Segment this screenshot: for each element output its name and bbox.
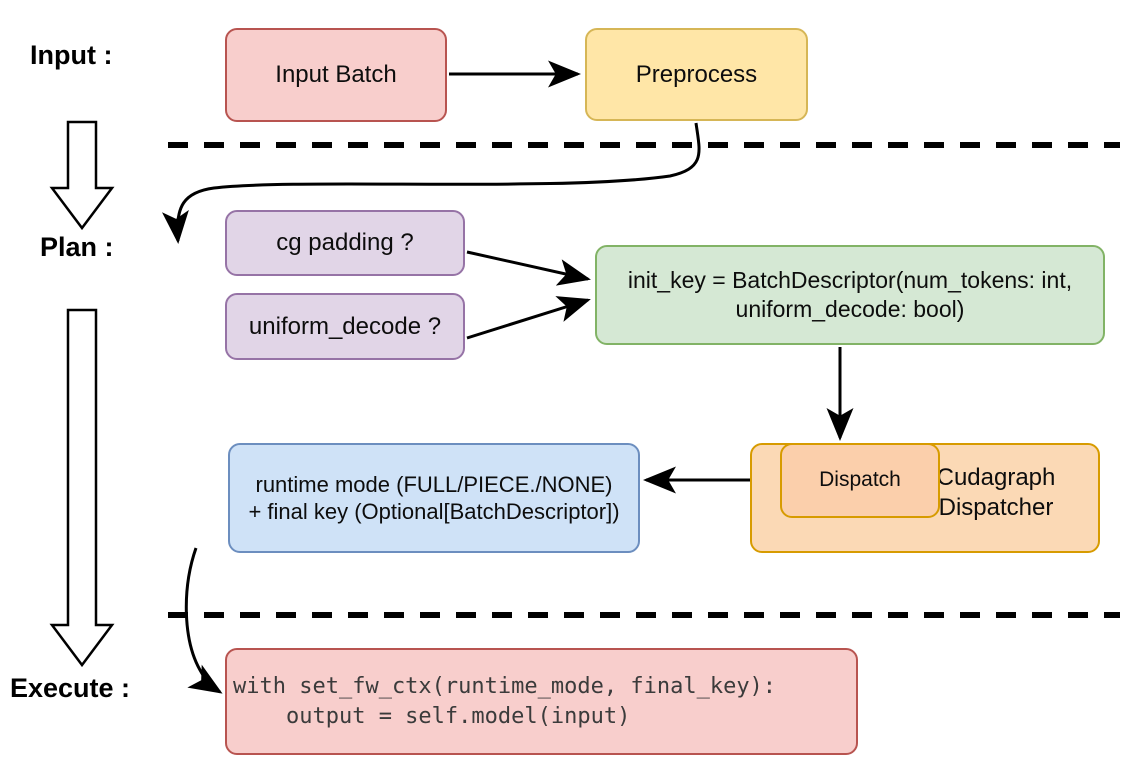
stage-label-plan: Plan :	[40, 232, 114, 262]
node-cudagraph-dispatcher-text: Cudagraph Dispatcher	[916, 463, 1076, 523]
node-init-key[interactable]: init_key = BatchDescriptor(num_tokens: i…	[595, 245, 1105, 345]
node-uniform-decode-label: uniform_decode ?	[248, 312, 442, 340]
node-runtime-mode[interactable]: runtime mode (FULL/PIECE./NONE) + final …	[228, 443, 640, 553]
edge-uniform-decode-to-init-key	[466, 296, 591, 340]
node-exec-code-line1: with set_fw_ctx(runtime_mode, final_key)…	[233, 673, 777, 699]
plan-to-execute-arrow	[49, 308, 115, 668]
node-runtime-mode-line1: runtime mode (FULL/PIECE./NONE)	[255, 471, 613, 497]
node-exec-code-line2: output = self.model(input)	[233, 703, 631, 729]
node-init-key-line2: uniform_decode: bool)	[735, 296, 965, 322]
edge-runtime-mode-to-exec-code	[184, 547, 223, 694]
node-exec-code-text: with set_fw_ctx(runtime_mode, final_key)…	[233, 672, 776, 731]
node-runtime-mode-text: runtime mode (FULL/PIECE./NONE) + final …	[248, 471, 619, 526]
node-input-batch-label: Input Batch	[275, 61, 397, 88]
stage-label-execute: Execute :	[10, 673, 131, 703]
node-dispatch-label: Dispatch	[819, 468, 901, 492]
node-preprocess-label: Preprocess	[635, 60, 758, 88]
node-cg-padding-label: cg padding ?	[276, 229, 414, 256]
node-dispatch[interactable]: Dispatch	[780, 443, 940, 518]
node-cudagraph-dispatcher-line1: Cudagraph	[936, 464, 1056, 491]
stage-label-input: Input :	[30, 40, 113, 70]
edge-cg-padding-to-init-key	[466, 250, 591, 286]
node-runtime-mode-line2: + final key (Optional[BatchDescriptor])	[248, 499, 620, 524]
node-cg-padding[interactable]: cg padding ?	[225, 210, 465, 276]
node-preprocess[interactable]: Preprocess	[585, 28, 808, 121]
input-to-plan-arrow	[49, 120, 115, 231]
node-input-batch[interactable]: Input Batch	[225, 28, 447, 122]
node-uniform-decode[interactable]: uniform_decode ?	[225, 293, 465, 360]
node-init-key-text: init_key = BatchDescriptor(num_tokens: i…	[628, 266, 1072, 324]
node-cudagraph-dispatcher-line2: Dispatcher	[938, 494, 1054, 521]
node-init-key-line1: init_key = BatchDescriptor(num_tokens: i…	[627, 267, 1073, 294]
node-exec-code[interactable]: with set_fw_ctx(runtime_mode, final_key)…	[225, 648, 858, 755]
